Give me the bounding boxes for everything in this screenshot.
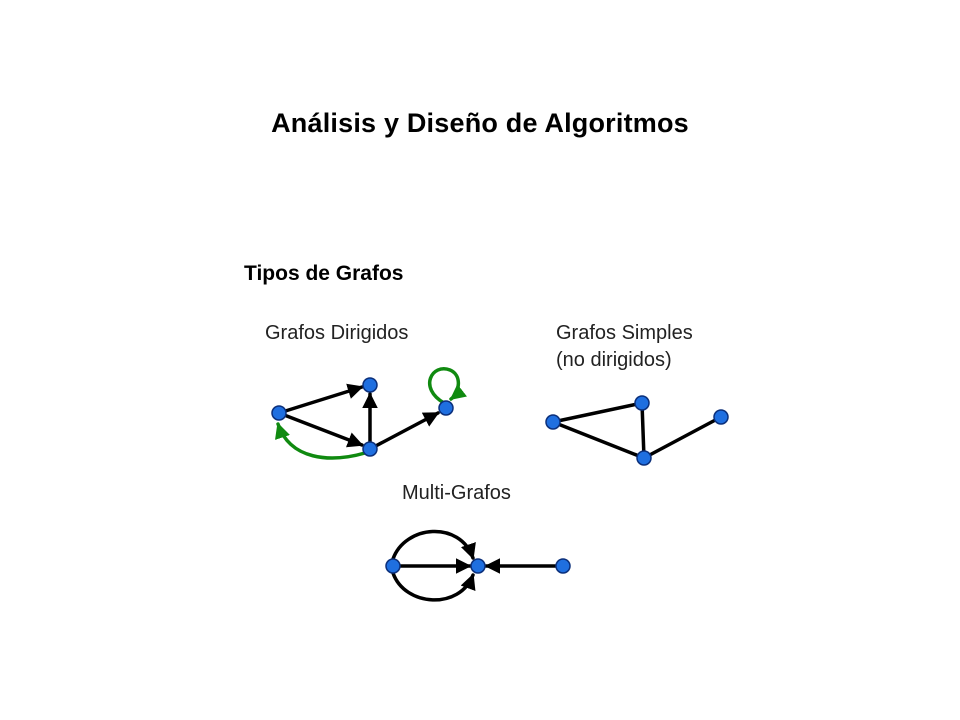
slide-title: Análisis y Diseño de Algoritmos (271, 108, 689, 138)
multi-node-center (470, 558, 486, 574)
simple-edge-a-b (551, 401, 644, 424)
multi-node-left (385, 558, 401, 574)
directed-node-a (271, 405, 287, 421)
multi-edge-upper-arc (391, 529, 476, 561)
multi-node-right (555, 558, 571, 574)
simple-graph-label-line1: Grafos Simples (556, 322, 693, 344)
simple-node-b (634, 395, 650, 411)
directed-node-c (362, 441, 378, 457)
figure-heading: Tipos de Grafos (244, 262, 403, 285)
simple-edge-a-c (551, 420, 646, 460)
directed-edge-a-c (277, 411, 364, 448)
directed-node-d (438, 400, 454, 416)
directed-node-b (362, 377, 378, 393)
multigraph (385, 529, 571, 602)
simple-edge-b-c (640, 401, 646, 460)
directed-edge-c-a-curved (275, 422, 367, 460)
directed-edge-a-b (277, 383, 364, 415)
directed-edge-c-d (368, 411, 440, 451)
simple-graph (545, 395, 729, 466)
multi-edge-lower-arc (391, 571, 476, 602)
directed-graph (271, 367, 468, 460)
multigraph-label: Multi-Grafos (402, 482, 511, 504)
simple-node-a (545, 414, 561, 430)
simple-graph-label-line2: (no dirigidos) (556, 349, 672, 371)
directed-self-loop-d (428, 367, 468, 405)
simple-node-d (713, 409, 729, 425)
directed-graph-label: Grafos Dirigidos (265, 322, 408, 344)
simple-edge-c-d (642, 415, 723, 460)
simple-node-c (636, 450, 652, 466)
